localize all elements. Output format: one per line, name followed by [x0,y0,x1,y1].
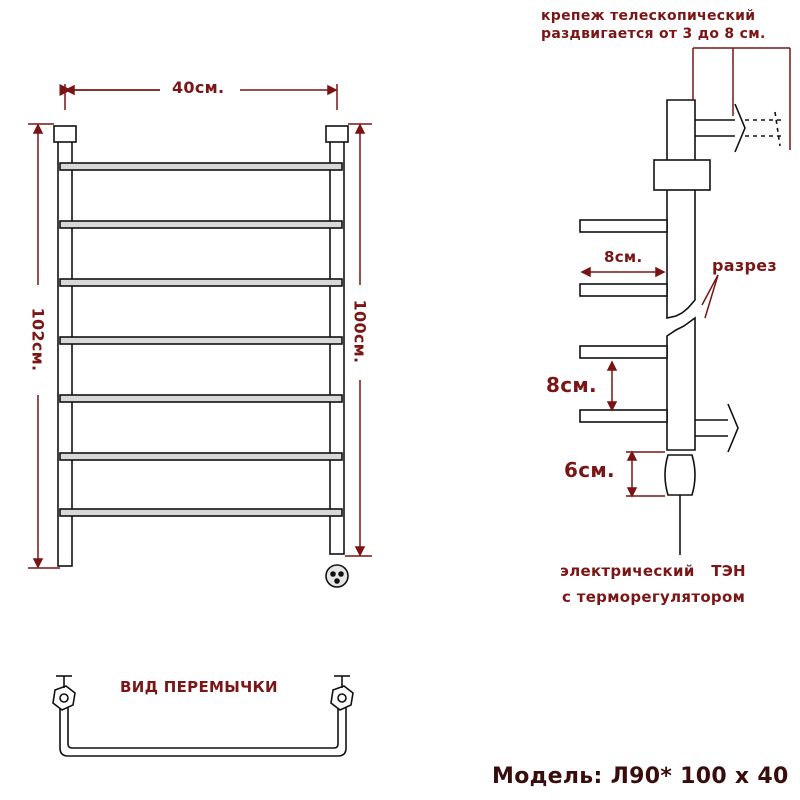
front-dimensions [28,84,372,569]
crossbar [59,220,343,229]
right-rail-cap [325,125,349,143]
spacing-label: 8см. [546,373,597,397]
wall-cup-bottom [727,403,739,453]
heater-plug-pin [334,578,340,584]
side-pipe-lower [666,316,696,451]
left-rail [57,137,73,567]
heater-label-line2: с терморегулятором [562,588,746,606]
width-label: 40см. [172,78,225,97]
crossbar [59,508,343,517]
cut-label: разрез [712,256,777,275]
heater-plug-pin [338,571,344,577]
crossbars [59,162,343,517]
jumper-title: ВИД ПЕРЕМЫЧКИ [120,678,278,696]
jumper-view [52,675,354,757]
heater-label-line1: электрический ТЭН [560,562,746,580]
total-height-label: 102см. [28,307,48,372]
front-view [53,125,349,588]
side-view [579,99,785,555]
crossbar [59,394,343,403]
crossbar [59,162,343,171]
heater-offset-label: 6см. [564,458,615,482]
jumper-pipe [59,700,347,757]
crossbar [59,452,343,461]
side-bar [579,409,668,423]
right-rail [329,137,345,555]
heater-plug-pin [330,571,336,577]
mount-label-line2: раздвигается от 3 до 8 см. [541,26,766,42]
heater-element [664,454,696,496]
side-dimensions [580,47,791,498]
side-bar [579,219,668,233]
side-pipe-upper [666,99,696,319]
mount-label-line1: крепеж телескопический [541,8,756,24]
left-rail-cap [53,125,77,143]
side-bar [579,283,668,297]
crossbar [59,336,343,345]
model-label: Модель: Л90* 100 х 40 [492,764,789,789]
side-fitting [653,159,711,191]
rail-height-label: 100см. [350,299,370,364]
side-bar [579,345,668,359]
heater-plug [325,564,349,588]
wall-cup-top [734,103,746,153]
bar-depth-label: 8см. [604,248,643,266]
crossbar [59,278,343,287]
